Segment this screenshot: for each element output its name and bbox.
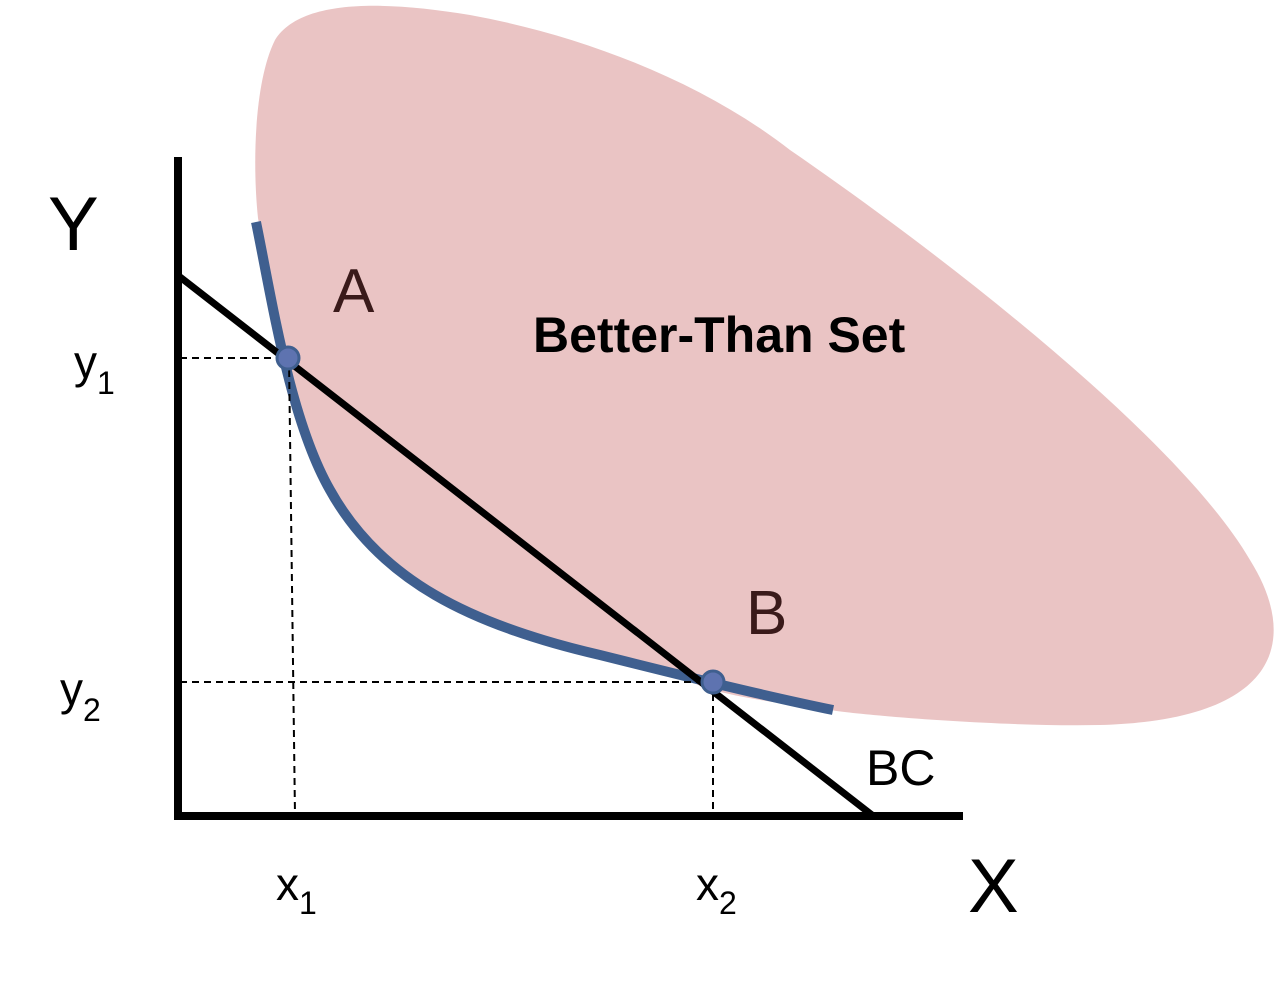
y2-tick-label: y2	[60, 663, 101, 728]
budget-constraint-label: BC	[866, 740, 935, 796]
y1-tick-label: y1	[74, 336, 115, 401]
point-a-marker	[275, 345, 301, 371]
x-axis-title: X	[968, 844, 1019, 929]
better-than-set-region	[255, 5, 1274, 726]
x2-tick-label: x2	[696, 858, 737, 921]
y-axis-title: Y	[48, 182, 99, 267]
point-a-label: A	[333, 257, 375, 326]
x1-guide-line	[288, 357, 296, 816]
better-than-set-label: Better-Than Set	[533, 307, 906, 363]
x1-tick-label: x1	[276, 858, 317, 921]
point-b-marker	[700, 669, 726, 695]
point-b-label: B	[746, 579, 787, 648]
